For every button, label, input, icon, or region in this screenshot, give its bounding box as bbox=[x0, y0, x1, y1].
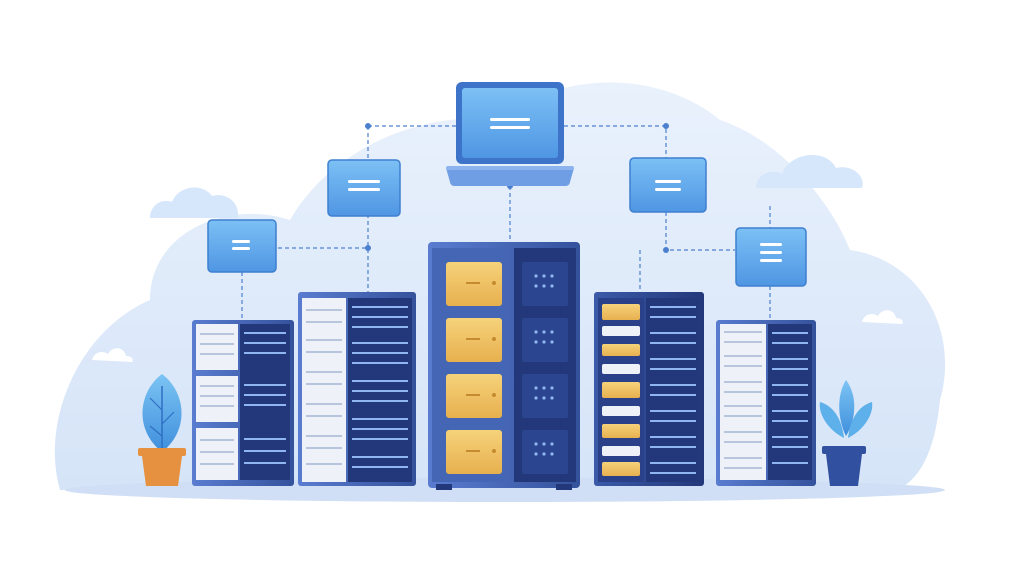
server-rack-icon bbox=[716, 320, 816, 486]
monitor-icon bbox=[207, 219, 277, 273]
cloud-icon bbox=[92, 348, 133, 362]
server-rack-icon bbox=[192, 320, 294, 486]
server-rack-icon bbox=[298, 292, 416, 486]
cloud-icon bbox=[862, 310, 903, 324]
laptop-icon bbox=[446, 82, 574, 186]
plant-icon bbox=[819, 380, 873, 486]
monitor-icon bbox=[735, 227, 807, 287]
connector-nodes bbox=[365, 123, 669, 253]
server-rack-icon bbox=[428, 242, 580, 490]
monitor-icon bbox=[629, 157, 707, 213]
cloud-icon bbox=[150, 187, 239, 218]
monitor-icon bbox=[327, 159, 401, 217]
plant-icon bbox=[138, 374, 186, 486]
cloud-icon bbox=[756, 155, 863, 188]
server-rack-icon bbox=[594, 292, 704, 486]
